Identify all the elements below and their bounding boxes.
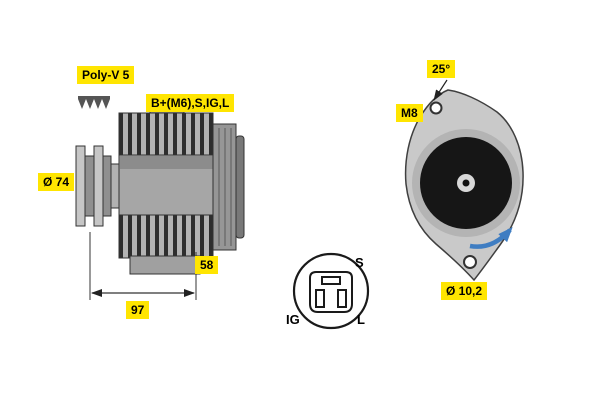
pin-label-ig: IG: [286, 312, 300, 327]
connector-pinout-view: [292, 252, 370, 330]
lug-hole-m8: [429, 101, 443, 115]
alternator-rear-view: [404, 79, 524, 282]
rear-cap: [235, 135, 245, 239]
cooling-fins-bottom: [118, 214, 214, 259]
pin-slot-s: [321, 276, 341, 285]
cooling-fins-top: [118, 112, 214, 156]
belt-type-label: Poly-V 5: [77, 66, 135, 84]
pin-slot-ig: [315, 289, 325, 308]
pin-label-l: L: [357, 312, 365, 327]
dim-58-label: 58: [195, 256, 219, 274]
dim-97-label: 97: [126, 301, 150, 319]
terminals-label: B+(M6),S,IG,L: [146, 94, 235, 112]
housing: [118, 103, 245, 275]
mount-angle-label: 25°: [427, 60, 456, 78]
mounting-foot: [129, 255, 201, 275]
mount-hole-diameter-label: Ø 10,2: [441, 282, 488, 300]
pin-label-s: S: [355, 255, 364, 270]
thread-size-label: M8: [396, 104, 423, 122]
pulley-diameter-label: Ø 74: [38, 173, 75, 191]
mount-hole: [463, 255, 477, 269]
pin-slot-l: [337, 289, 347, 308]
connector-body: [309, 271, 353, 313]
v-ribbed-belt-icon: [78, 96, 110, 109]
alternator-side-view: [75, 103, 245, 300]
angle-leader-line: [433, 79, 448, 101]
pulley: [75, 145, 120, 227]
rotation-arrow: [469, 227, 513, 249]
